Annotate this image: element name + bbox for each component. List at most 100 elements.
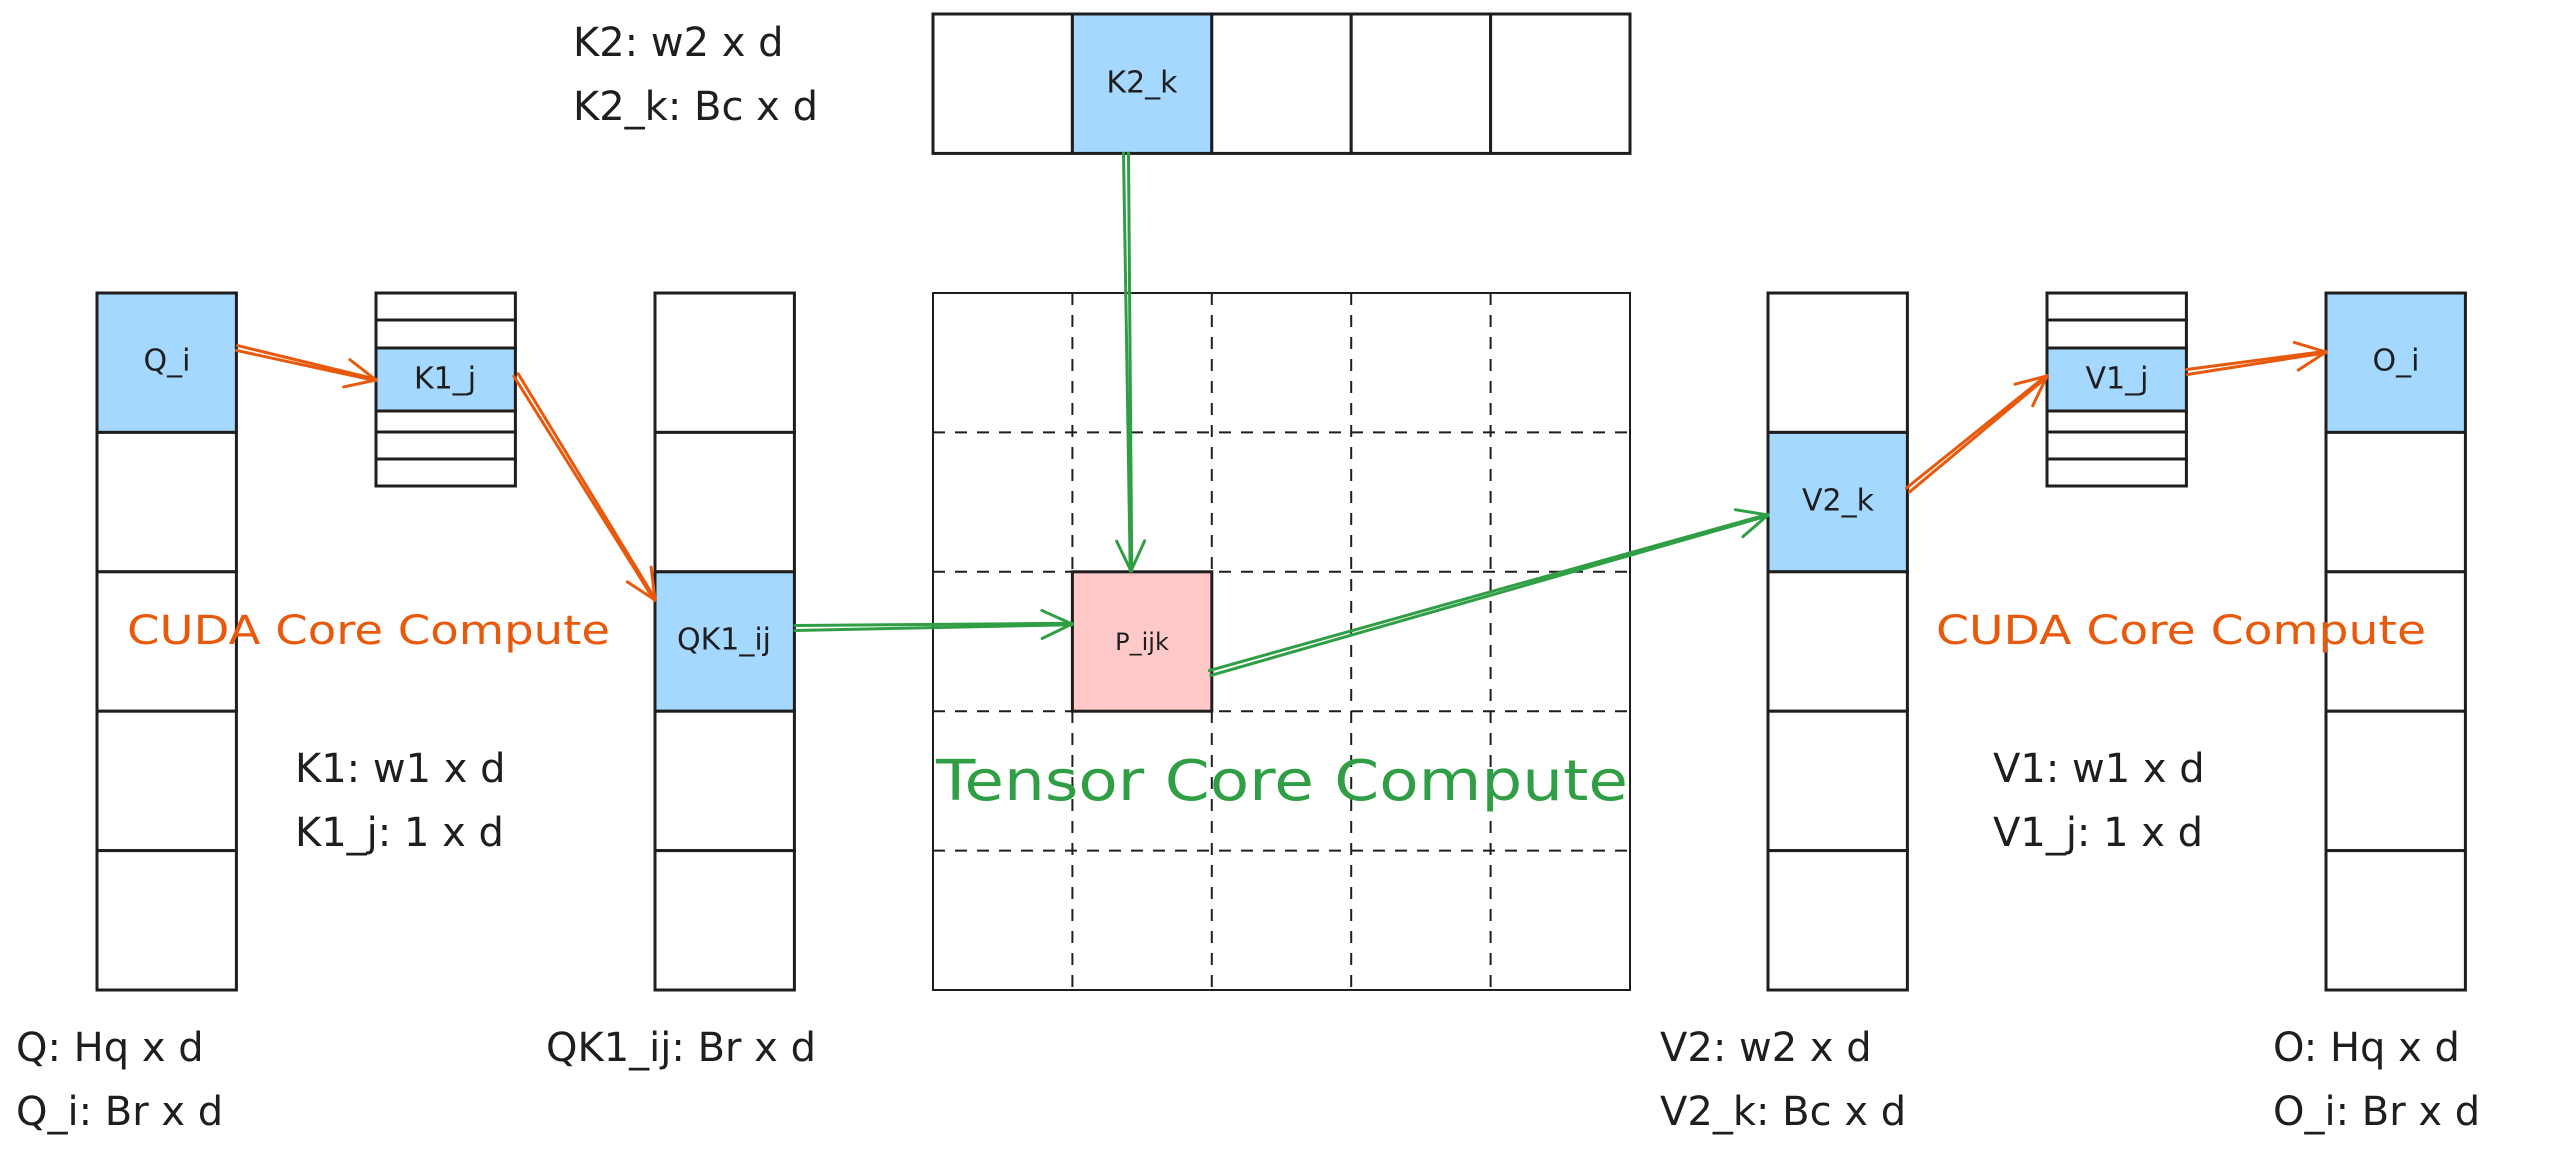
- q-matrix: [95, 291, 238, 992]
- shapes-layer: [95, 12, 2467, 992]
- v1-j-label: V1_j: [2086, 362, 2149, 397]
- arrow-v2-k-to-v1-j: [1904, 373, 2049, 494]
- arrow-v1-j-to-o-i-head: [2292, 340, 2328, 372]
- p-grid-border: [932, 292, 1631, 991]
- v2-dims-line-1: V2: w2 x d: [1660, 1025, 1872, 1071]
- q-dims-line-2: Q_i: Br x d: [16, 1089, 223, 1135]
- k2-block: [1210, 12, 1353, 155]
- arrows-layer: [234, 151, 2328, 677]
- k2-k-label: K2_k: [1106, 66, 1178, 101]
- q-dims-line-1: Q: Hq x d: [16, 1025, 204, 1071]
- text-layer: K2: w2 x d K2_k: Bc x d Q: Hq x d Q_i: B…: [16, 20, 2480, 1135]
- q-block: [95, 570, 238, 713]
- qk1-block: [653, 709, 796, 853]
- arrow-v1-j-to-o-i: [2185, 340, 2328, 376]
- v1-row: [2045, 318, 2188, 350]
- v2-block: [1766, 291, 1909, 434]
- o-block: [2324, 430, 2467, 574]
- qk1-block: [653, 430, 796, 574]
- v1-row: [2045, 409, 2188, 434]
- arrow-k2-k-to-p-ijk-shaft: [1126, 151, 1134, 573]
- v1-row: [2045, 430, 2188, 461]
- v1-dims-line-1: V1: w1 x d: [1993, 746, 2205, 792]
- k1-row: [374, 318, 517, 350]
- v2-k-label: V2_k: [1802, 484, 1875, 519]
- o-matrix: [2324, 291, 2467, 992]
- cuda-core-compute-right-label: CUDA Core Compute: [1936, 608, 2426, 654]
- arrow-v2-k-to-v1-j-shaft: [1904, 373, 2049, 490]
- arrow-q-i-to-k1-j-shaft: [236, 344, 378, 381]
- v1-dims-line-2: V1_j: 1 x d: [1993, 810, 2203, 856]
- q-block: [95, 849, 238, 992]
- q-highlighted-block: [95, 291, 238, 434]
- v2-matrix: [1766, 291, 1909, 992]
- v2-block: [1766, 849, 1909, 992]
- arrow-v1-j-to-o-i-shaft: [2185, 349, 2328, 372]
- o-dims-line-1: O: Hq x d: [2273, 1025, 2460, 1071]
- o-block: [2324, 709, 2467, 853]
- arrow-p-ijk-to-v2-k-shaft: [1209, 514, 1770, 677]
- k2-dims-line-2: K2_k: Bc x d: [573, 84, 818, 130]
- arrow-k2-k-to-p-ijk: [1115, 151, 1147, 573]
- o-block: [2324, 849, 2467, 992]
- k2-matrix: [931, 12, 1632, 155]
- tensor-core-compute-label: Tensor Core Compute: [935, 749, 1628, 814]
- qk1-highlighted-block: [653, 570, 796, 713]
- arrow-k2-k-to-p-ijk-shaft: [1122, 151, 1132, 573]
- arrow-p-ijk-to-v2-k-head: [1733, 508, 1770, 539]
- arrow-k1-j-to-qk1-ij-shaft: [516, 372, 658, 602]
- arrow-v2-k-to-v1-j-shaft: [1908, 375, 2049, 494]
- o-highlighted-block: [2324, 291, 2467, 434]
- q-block: [95, 709, 238, 853]
- arrow-p-ijk-to-v2-k: [1207, 508, 1770, 677]
- k1-row: [374, 409, 517, 434]
- v2-block: [1766, 570, 1909, 713]
- k1-dims-line-2: K1_j: 1 x d: [295, 810, 504, 856]
- qk1-block: [653, 291, 796, 434]
- p-matrix-grid: [932, 292, 1631, 991]
- v2-block: [1766, 709, 1909, 853]
- q-block: [95, 430, 238, 574]
- o-dims-line-2: O_i: Br x d: [2273, 1089, 2480, 1135]
- arrow-k2-k-to-p-ijk-head: [1115, 539, 1147, 573]
- v2-highlighted-block: [1766, 430, 1909, 574]
- k2-highlighted-block: [1070, 12, 1214, 155]
- arrow-qk1-ij-to-p-ijk-shaft: [793, 621, 1074, 628]
- o-block: [2324, 570, 2467, 713]
- o-i-label: O_i: [2373, 344, 2420, 379]
- arrow-qk1-ij-to-p-ijk-head: [1040, 608, 1074, 640]
- arrow-qk1-ij-to-p-ijk: [793, 608, 1074, 640]
- p-highlighted-block: [1070, 570, 1214, 713]
- k2-block: [931, 12, 1074, 155]
- arrow-q-i-to-k1-j-head: [342, 358, 378, 389]
- arrow-v1-j-to-o-i-shaft: [2185, 351, 2328, 376]
- qk1-block: [653, 849, 796, 992]
- k1-matrix: [374, 291, 517, 488]
- k1-row: [374, 291, 517, 322]
- k2-block: [1489, 12, 1632, 155]
- v1-row: [2045, 291, 2188, 322]
- arrow-k1-j-to-qk1-ij: [512, 372, 658, 602]
- k1-j-label: K1_j: [414, 362, 476, 397]
- k2-dims-line-1: K2: w2 x d: [573, 20, 784, 66]
- v2-dims-line-2: V2_k: Bc x d: [1660, 1089, 1906, 1135]
- k1-dims-line-1: K1: w1 x d: [295, 746, 506, 792]
- v1-highlighted-row: [2045, 346, 2188, 413]
- arrow-p-ijk-to-v2-k-shaft: [1207, 512, 1770, 673]
- arrow-q-i-to-k1-j-shaft: [234, 348, 378, 383]
- q-i-label: Q_i: [144, 344, 191, 379]
- v1-matrix: [2045, 291, 2188, 488]
- k2-block: [1349, 12, 1493, 155]
- arrow-k1-j-to-qk1-ij-shaft: [512, 374, 656, 602]
- arrow-k1-j-to-qk1-ij-head: [625, 565, 657, 602]
- cuda-core-compute-left-label: CUDA Core Compute: [127, 608, 610, 654]
- k1-row: [374, 430, 517, 461]
- arrow-v2-k-to-v1-j-head: [2013, 374, 2049, 408]
- v1-row: [2045, 457, 2188, 488]
- qk1-ij-label: QK1_ij: [677, 623, 771, 658]
- qk1-dims-line-1: QK1_ij: Br x d: [546, 1025, 816, 1071]
- k1-row: [374, 457, 517, 488]
- p-ijk-label: P_ijk: [1115, 628, 1169, 656]
- arrow-q-i-to-k1-j: [234, 344, 378, 389]
